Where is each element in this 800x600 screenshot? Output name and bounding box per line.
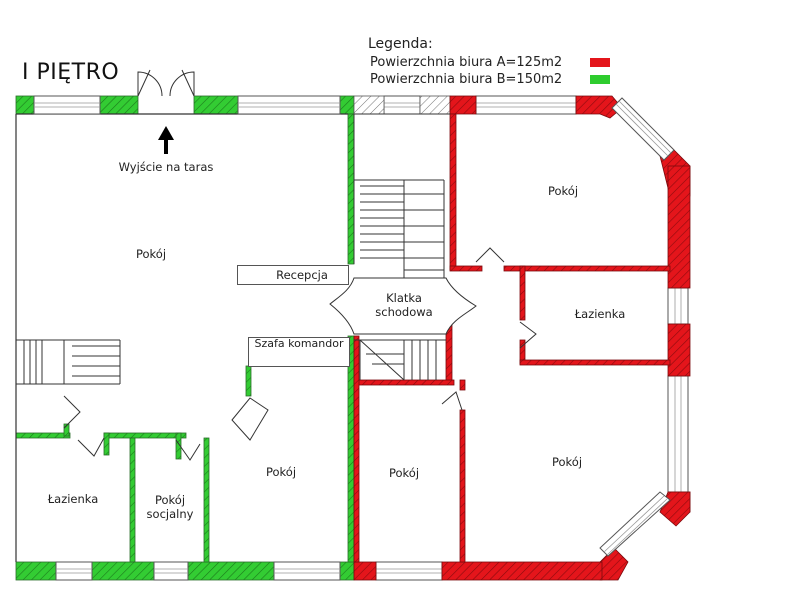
legend-office-b: Powierzchnia biura B=150m2 [370,72,563,87]
reception-label: Recepcja [237,265,349,285]
windows [33,95,689,581]
stairwell-walls [353,95,451,115]
room-main-label: Pokój [135,247,167,262]
angled-windows [599,97,675,557]
exit-arrow [158,126,174,154]
stairwell-label: Klatka schodowa [369,291,439,320]
social-room-label: Pokój socjalny [146,493,194,521]
room-bottom-mid-label: Pokój [265,465,297,480]
room-bottom-center-label: Pokój [388,466,420,481]
stairs [353,113,450,381]
wardrobe-label: Szafa komandor [248,337,350,367]
legend-swatch-b [590,75,610,84]
office-a-walls [353,95,691,581]
door-swings [63,69,537,461]
bathroom-right-label: Łazienka [574,307,626,322]
room-top-right-label: Pokój [547,184,579,199]
legend-title: Legenda: [368,36,433,52]
legend-swatch-a [590,58,610,67]
left-stairs [16,339,121,385]
room-bottom-right-label: Pokój [551,455,583,470]
bathroom-left-label: Łazienka [47,492,99,507]
exit-label: Wyjście na taras [118,160,214,175]
floor-title: I PIĘTRO [22,60,120,85]
legend-office-a: Powierzchnia biura A=125m2 [370,55,563,70]
